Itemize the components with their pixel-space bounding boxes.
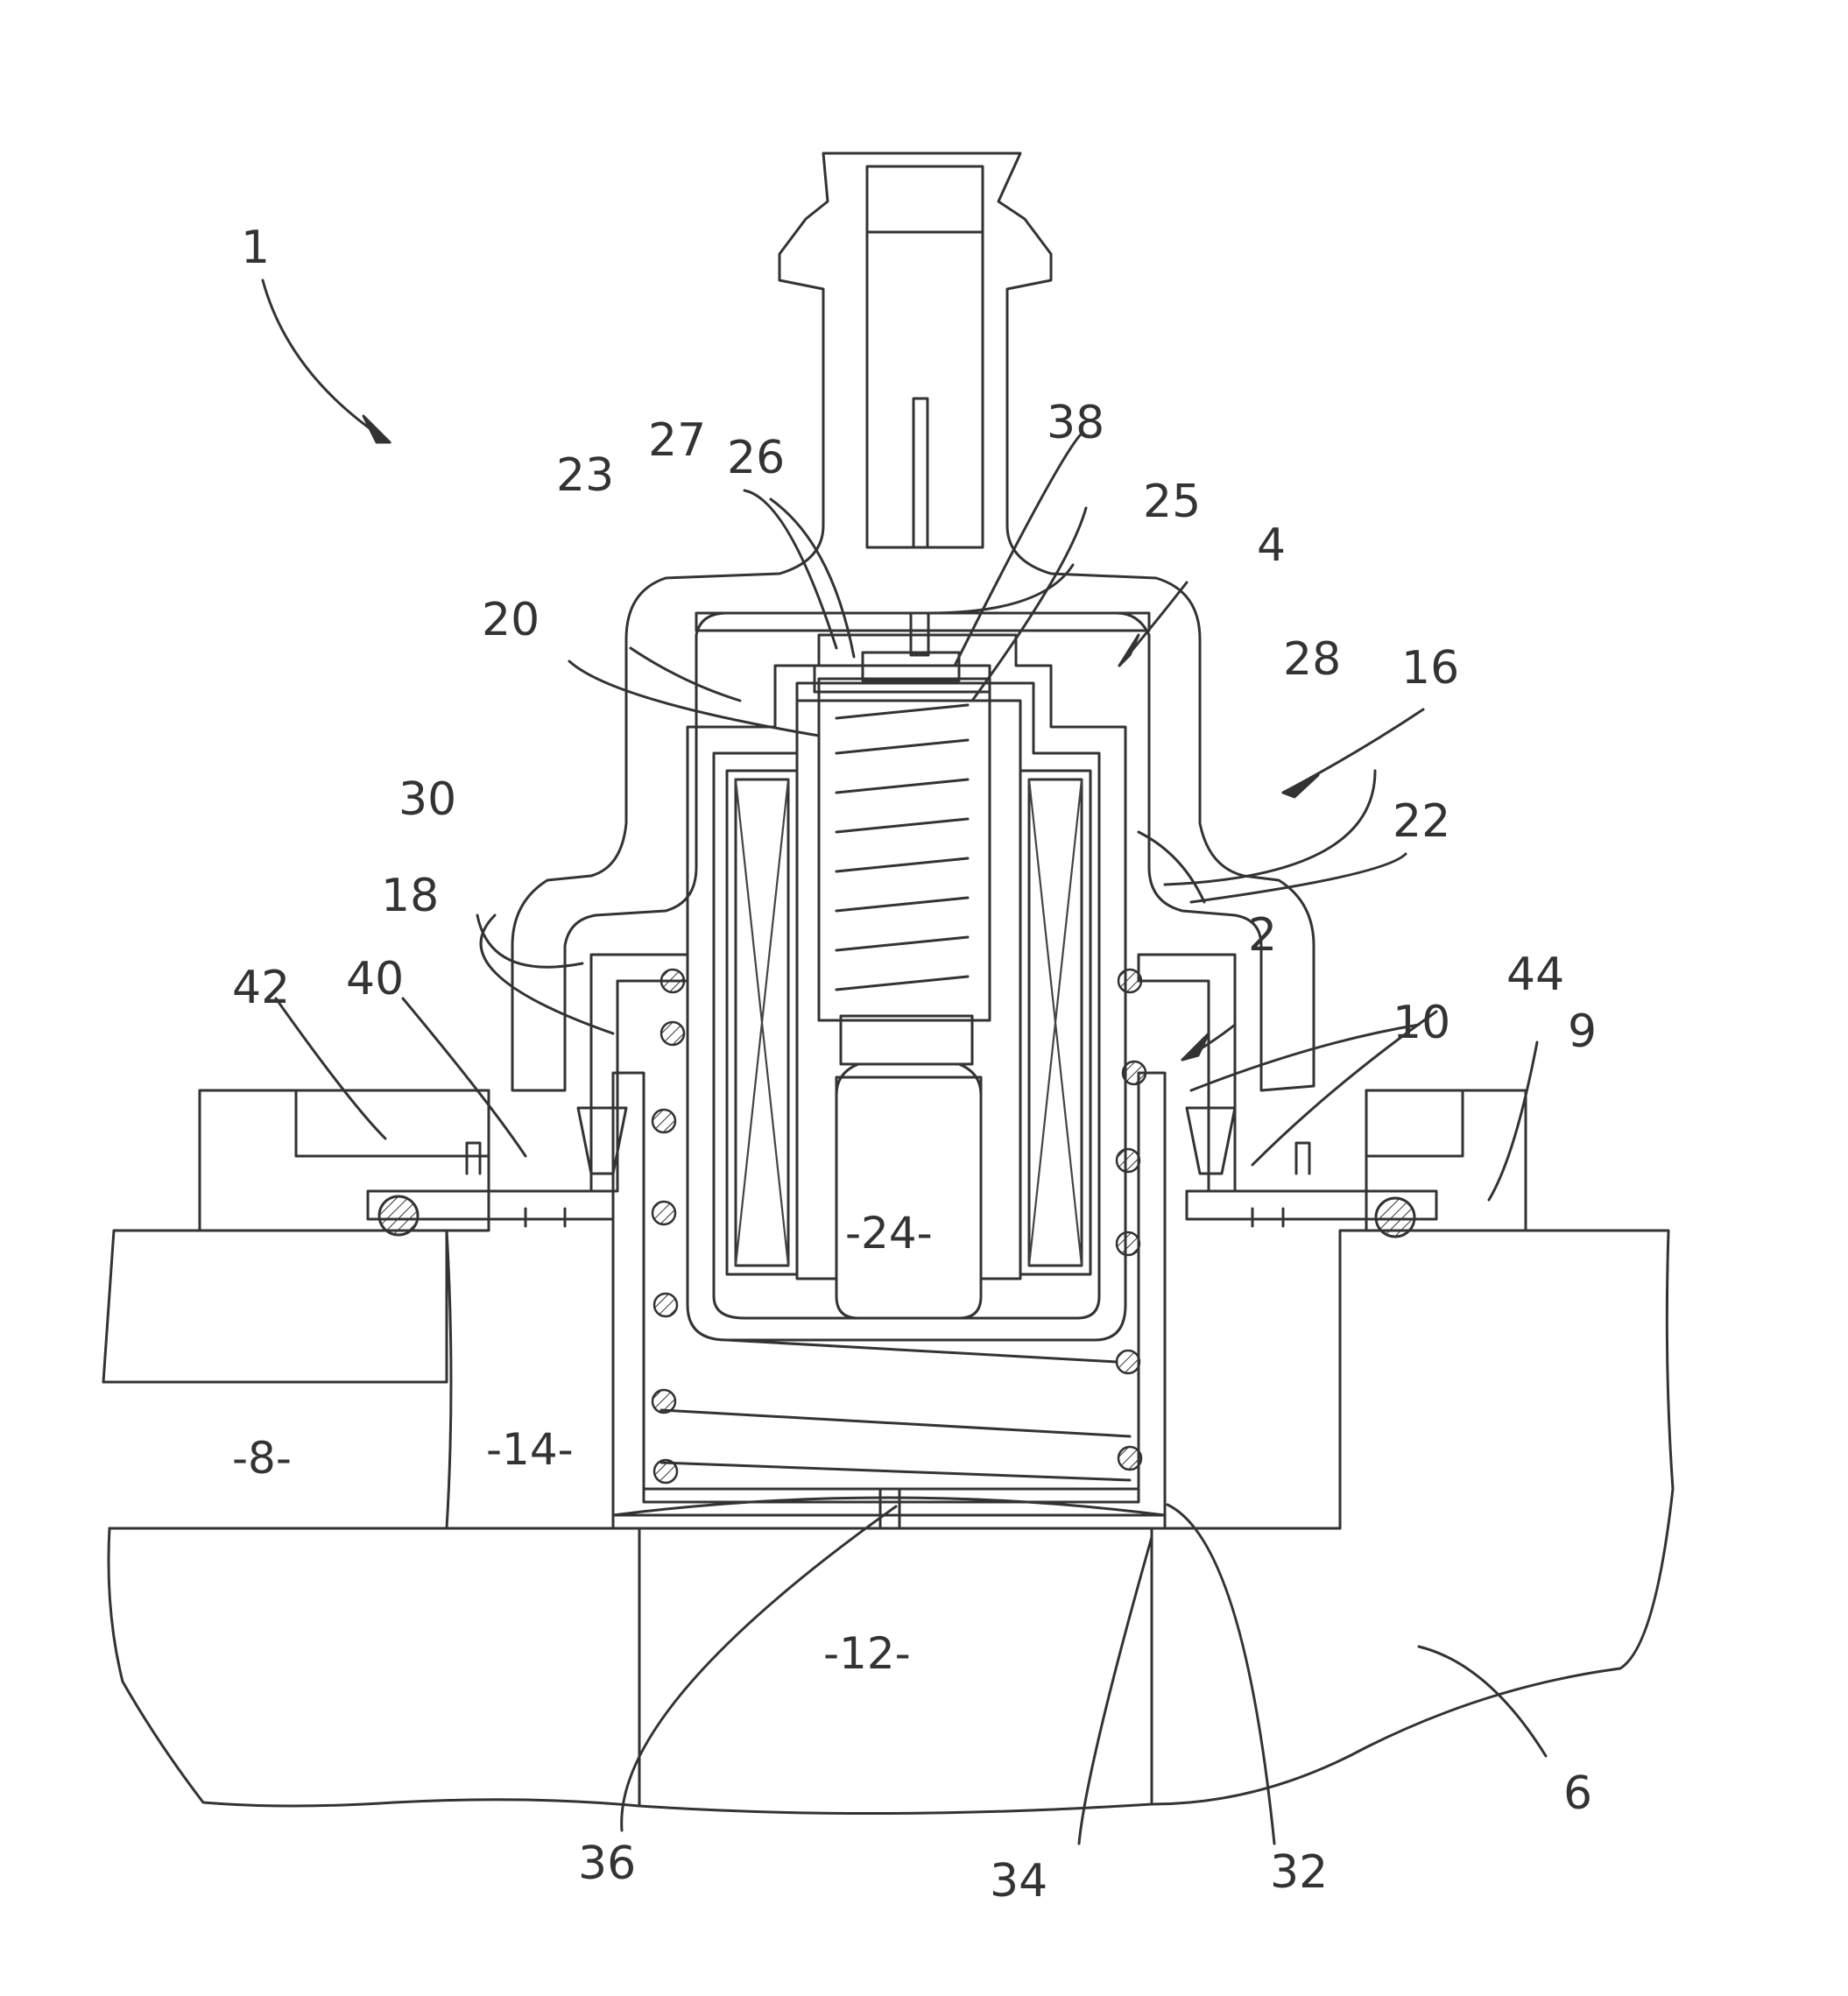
ref-numeral-25: 25 [1143,476,1201,528]
pole-tube [797,701,1020,1279]
bore-14 [447,1231,613,1528]
ref-numeral-34: 34 [990,1855,1047,1908]
ref-numeral-27: 27 [648,414,706,467]
ref-numeral-4: 4 [1257,519,1286,572]
ref-numeral-2: 2 [1248,909,1277,962]
ref-numeral-44: 44 [1506,949,1564,1001]
region-label-24: -24- [845,1208,933,1259]
ref-numeral-36: 36 [578,1837,636,1890]
spring-bottom [661,1340,1130,1480]
housing-left-lower [109,1528,639,1806]
inner-shell [696,613,1149,631]
bore-12 [639,1528,1340,1814]
region-label-14: -14- [486,1424,574,1475]
ref-numeral-32: 32 [1270,1846,1328,1899]
ref-numeral-23: 23 [556,449,614,502]
oring-9 [1376,1198,1414,1237]
ref-numeral-18: 18 [381,870,439,922]
connector-neck [512,153,1314,1090]
ref-numeral-1: 1 [241,222,270,274]
leader-lines [263,280,1546,1844]
armature-24 [836,1077,981,1318]
connector-socket [867,232,983,547]
region-label-12: -12- [823,1628,911,1679]
outer-housing-16 [512,153,1314,1090]
oring-left [379,1196,418,1235]
ref-numeral-16: 16 [1401,642,1459,695]
ref-numeral-22: 22 [1393,795,1450,848]
ref-numeral-40: 40 [346,953,404,1005]
seal-40 [578,1108,626,1174]
ref-numeral-20: 20 [482,594,540,646]
ref-numeral-42: 42 [232,962,290,1014]
ref-numeral-30: 30 [399,773,456,826]
ref-numeral-10: 10 [1393,997,1450,1049]
housing-right [1152,1231,1673,1804]
ref-numeral-26: 26 [727,432,785,484]
inner-spring [836,705,968,990]
armature-sleeve-23 [819,679,990,1020]
coil-winding-left [727,771,797,1274]
ref-numeral-6: 6 [1563,1767,1592,1820]
ref-numeral-38: 38 [1047,397,1104,449]
seal-44 [1187,1108,1235,1174]
coil-winding-right [1020,771,1090,1274]
connector-pin [913,398,928,547]
region-label-8: -8- [232,1433,292,1484]
ref-numeral-9: 9 [1568,1005,1597,1058]
ref-numeral-28: 28 [1283,633,1341,686]
housing-left-upper [103,1231,447,1382]
